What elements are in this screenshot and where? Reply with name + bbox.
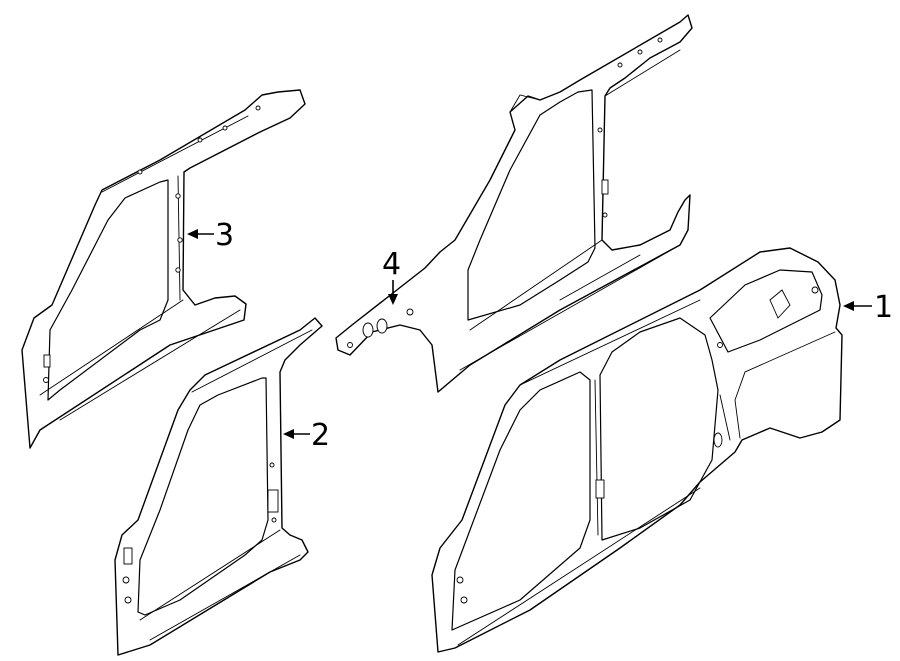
arrowhead-icon [843,301,854,311]
arrowhead-icon [388,294,398,305]
callout-4: 4 [382,247,401,305]
part-4-reinforcement-panel [335,14,693,393]
callout-1: 1 [843,290,893,325]
callout-3: 3 [187,218,234,253]
arrowhead-icon [187,229,198,239]
callout-label-2: 2 [311,418,330,453]
arrowhead-icon [283,429,294,439]
part-3-inner-pillar-panel [21,89,306,449]
part-2-pillar-panel [114,317,323,656]
callout-label-4: 4 [382,247,401,282]
callout-2: 2 [283,418,330,453]
callout-label-3: 3 [215,218,234,253]
part-1-outer-body-side [431,247,843,653]
callout-label-1: 1 [874,290,893,325]
